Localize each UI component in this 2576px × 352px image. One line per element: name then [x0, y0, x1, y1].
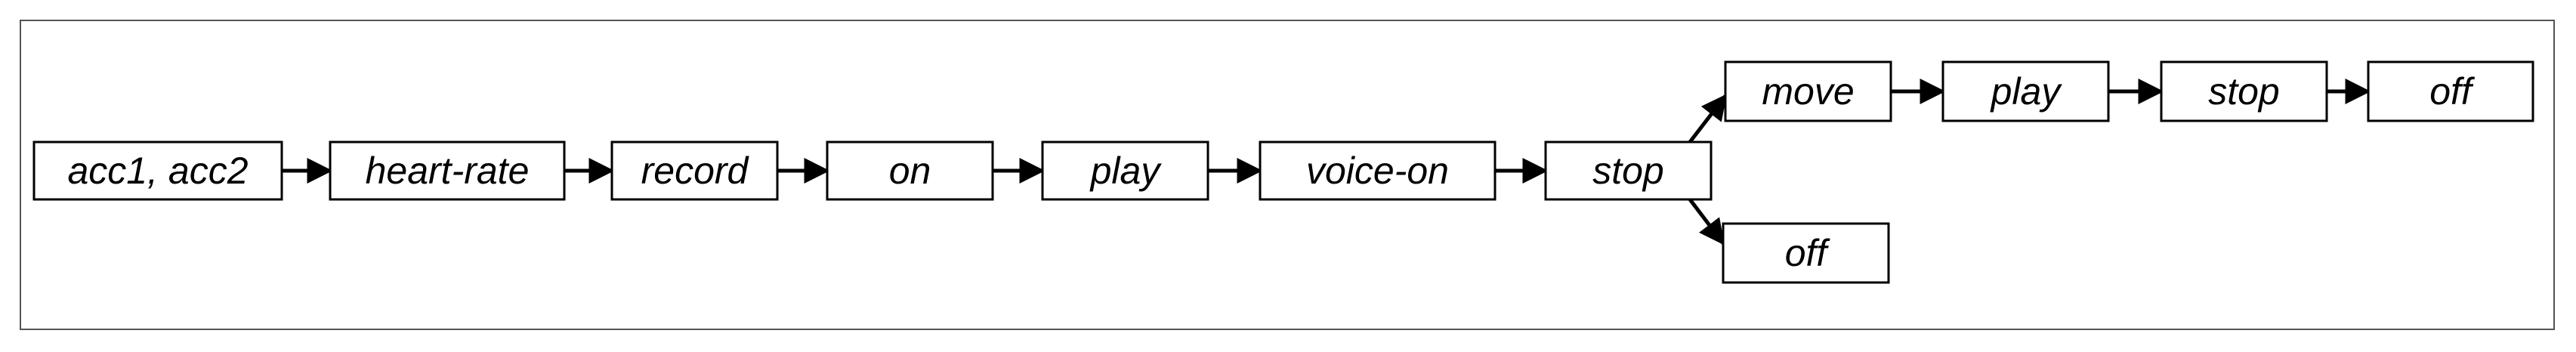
node-box [329, 140, 566, 201]
node-box [2367, 60, 2534, 122]
node-n10: stop [2160, 60, 2328, 122]
node-n8: move [1724, 60, 1892, 122]
node-n5: play [1041, 140, 1209, 201]
node-label: off [1785, 232, 1831, 274]
node-label: acc1, acc2 [67, 150, 248, 192]
node-label: play [1089, 150, 1163, 192]
arrow-n7-to-n8 [1688, 94, 1728, 144]
node-n2: heart-rate [329, 140, 566, 201]
node-label: heart-rate [366, 150, 530, 192]
node-box [826, 140, 994, 201]
node-label: play [1990, 70, 2063, 113]
arrow-n7-to-n12 [1688, 198, 1725, 245]
node-label: on [889, 150, 931, 192]
node-label: voice-on [1306, 150, 1449, 192]
node-n6: voice-on [1259, 140, 1496, 201]
node-box [2160, 60, 2328, 122]
diagram-frame [20, 20, 2555, 330]
node-label: stop [2208, 70, 2280, 113]
node-n9: play [1941, 60, 2110, 122]
node-box [1259, 140, 1496, 201]
node-label: stop [1592, 150, 1664, 192]
node-box [610, 140, 779, 201]
node-label: move [1762, 70, 1854, 113]
node-n7: stop [1544, 140, 1713, 201]
edges-layer [282, 79, 2371, 245]
node-box [32, 140, 283, 201]
node-n12: off [1722, 222, 1890, 284]
node-n3: record [610, 140, 779, 201]
node-box [1041, 140, 1209, 201]
node-box [1724, 60, 1892, 122]
node-label: record [641, 150, 750, 192]
node-label: off [2429, 70, 2476, 113]
node-box [1544, 140, 1713, 201]
node-n4: on [826, 140, 994, 201]
node-n11: off [2367, 60, 2534, 122]
node-box [1722, 222, 1890, 284]
node-box [1941, 60, 2110, 122]
nodes-layer: acc1, acc2 heart-rate record on play voice-on… [32, 60, 2534, 284]
node-n1: acc1, acc2 [32, 140, 283, 201]
